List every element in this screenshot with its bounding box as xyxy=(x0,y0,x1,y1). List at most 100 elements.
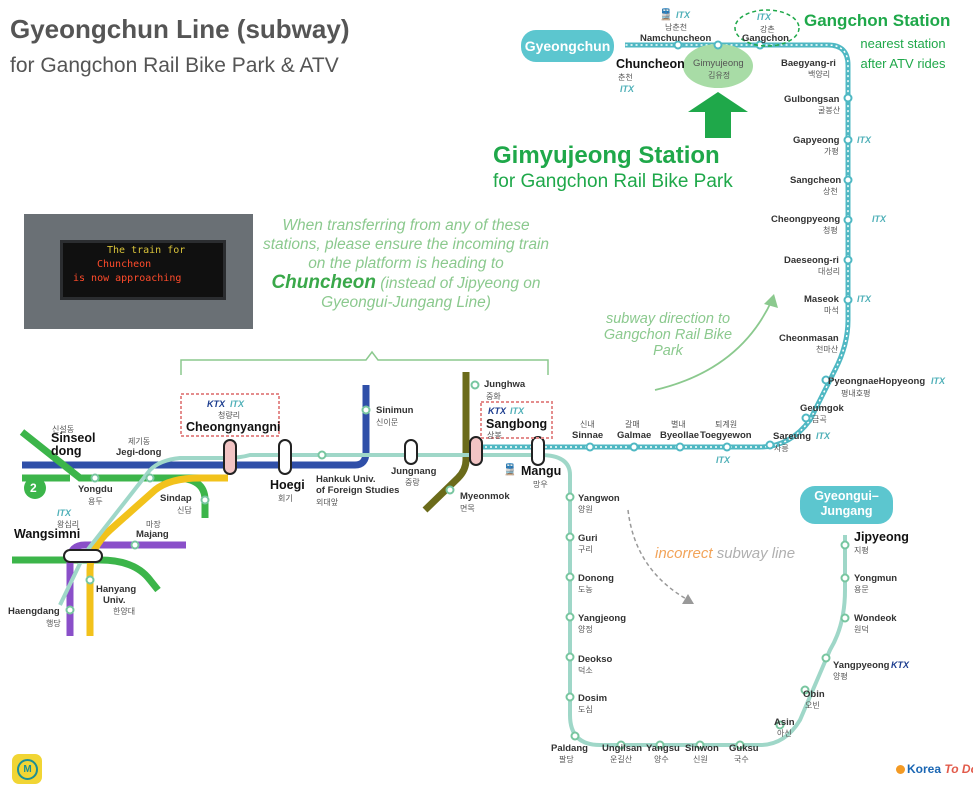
station-jegidong-ko: 제기동 xyxy=(128,437,151,446)
station-ungilsan: Ungilsan xyxy=(602,743,643,754)
page-subtitle: for Gangchon Rail Bike Park & ATV xyxy=(10,54,339,77)
station-sangbong: Sangbong xyxy=(486,417,548,431)
station-asin: Asin xyxy=(774,717,795,728)
station-cheonmasan: Cheonmasan xyxy=(779,333,839,344)
station-jegidong: Jegi-dong xyxy=(116,447,162,458)
station-galmae-ko: 갈매 xyxy=(625,420,640,429)
station-myeonmok-ko: 면목 xyxy=(460,504,475,513)
station-toegyewon: Toegyewon xyxy=(700,430,752,441)
station-baegyangri-ko: 백양리 xyxy=(808,70,831,79)
station-cheongpyeong-ko: 청평 xyxy=(823,226,838,235)
station-jungnang-ko: 중랑 xyxy=(405,478,420,487)
logo-dot-icon xyxy=(896,765,905,775)
gimyujeong-highlight xyxy=(683,44,753,88)
itx-badge-chuncheon: ITX xyxy=(620,84,635,94)
station-geumgok-ko: 금곡 xyxy=(812,415,827,424)
station-sinseoldong-1: Sinseol xyxy=(51,431,96,445)
station-gangchon: Gangchon xyxy=(742,33,789,44)
station-jipyeong: Jipyeong xyxy=(854,530,909,544)
station-wangsimni-ko: 왕십리 xyxy=(57,520,80,529)
incorrect-line-note: incorrect subway line xyxy=(655,545,795,562)
station-haengdang: Haengdang xyxy=(8,606,60,617)
station-yongdu: Yongdu xyxy=(78,484,113,495)
station-guksu: Guksu xyxy=(729,743,759,754)
sangbong-box xyxy=(480,401,553,439)
gimyujeong-callout-title: Gimyujeong Station xyxy=(493,142,720,169)
station-guri-ko: 구리 xyxy=(578,545,593,554)
train-icon: 🚆 xyxy=(659,9,673,21)
sangbong-capsule xyxy=(469,436,483,466)
station-pyeongnae-ko: 평내호평 xyxy=(841,389,871,398)
station-yangjeong-ko: 양정 xyxy=(578,625,593,634)
station-sangcheon-ko: 상천 xyxy=(823,187,838,196)
station-haengdang-ko: 행당 xyxy=(46,619,61,628)
station-yongmun-ko: 용문 xyxy=(854,585,869,594)
jungang-track xyxy=(58,453,847,747)
gimyujeong-callout-subtitle: for Gangchon Rail Bike Park xyxy=(493,171,733,192)
itx-badge-cheongpyeong: ITX xyxy=(872,214,887,224)
station-chuncheon-ko: 춘천 xyxy=(618,73,633,82)
ktx-badge-cheongnyangni: KTX xyxy=(207,399,225,409)
station-sareung: Sareung xyxy=(773,431,812,442)
station-wondeok-ko: 원덕 xyxy=(854,625,869,634)
curved-arrow-icon xyxy=(654,299,773,391)
station-gulbongsan: Gulbongsan xyxy=(784,94,840,105)
station-donong: Donong xyxy=(578,573,614,584)
station-dosim-ko: 도심 xyxy=(578,705,593,714)
station-geumgok: Geumgok xyxy=(800,403,844,414)
pill-line1: Gyeongui– xyxy=(814,489,879,503)
line7-olive-track xyxy=(422,372,470,513)
station-majang-ko: 마장 xyxy=(146,520,161,529)
itx-badge-pyeongnae: ITX xyxy=(931,376,946,386)
station-cheongpyeong: Cheongpyeong xyxy=(771,214,841,225)
ktx-badge-yangpyeong: KTX xyxy=(891,660,909,670)
line2-badge-circle xyxy=(24,477,46,499)
logo-korea: Korea xyxy=(907,762,942,776)
station-mangu: Mangu xyxy=(521,464,562,478)
station-yongmun: Yongmun xyxy=(854,573,898,584)
station-yangsu-ko: 양수 xyxy=(654,755,669,764)
train-icon-mangu: 🚆 xyxy=(503,464,517,476)
wangsimni-capsule xyxy=(63,549,103,563)
gyeongchun-station-dots xyxy=(585,40,853,452)
station-hoegi-ko: 회기 xyxy=(278,494,293,503)
direction-note: subway direction to Gangchon Rail Bike P… xyxy=(603,311,733,359)
metro-logo-icon: M xyxy=(12,754,42,784)
station-deokso: Deokso xyxy=(578,654,613,665)
station-sareung-ko: 사릉 xyxy=(774,444,789,453)
gangchon-callout-title: Gangchon Station xyxy=(804,11,951,30)
station-dosim: Dosim xyxy=(578,693,608,704)
station-yangpyeong-ko: 양평 xyxy=(833,672,848,681)
page-title: Gyeongchun Line (subway) xyxy=(10,14,350,44)
station-yangsu: Yangsu xyxy=(646,743,680,754)
station-daeseongri-ko: 대성리 xyxy=(818,267,841,276)
station-hoegi: Hoegi xyxy=(270,478,305,492)
station-sinseoldong-2: dong xyxy=(51,444,82,458)
station-gangchon-ko: 강촌 xyxy=(760,25,775,34)
station-sinnae-ko: 신내 xyxy=(580,420,595,429)
station-myeonmok: Myeonmok xyxy=(460,491,510,502)
led-line1: The train for xyxy=(107,245,186,256)
station-pyeongnae: PyeongnaeHopyeong xyxy=(828,376,926,387)
station-asin-ko: 아신 xyxy=(777,729,792,738)
itx-badge-toegyewon: ITX xyxy=(716,455,731,465)
up-arrow-icon xyxy=(688,92,748,138)
station-yangwon: Yangwon xyxy=(578,493,620,504)
station-baegyangri: Baegyang-ri xyxy=(781,58,836,69)
line2-badge: 2 xyxy=(30,481,37,495)
station-hanyang-ko: 한양대 xyxy=(113,607,136,616)
platform-sign-photo: The train for Chuncheon is now approachi… xyxy=(24,214,253,329)
station-junghwa: Junghwa xyxy=(484,379,526,390)
station-gapyeong: Gapyeong xyxy=(793,135,840,146)
station-maseok-ko: 마석 xyxy=(824,306,839,315)
cheongnyangni-capsule xyxy=(223,439,237,475)
station-hanyang-1: Hanyang xyxy=(96,584,137,595)
station-sangcheon: Sangcheon xyxy=(790,175,842,186)
station-yongdu-ko: 용두 xyxy=(88,497,103,506)
station-yangjeong: Yangjeong xyxy=(578,613,627,624)
station-sinwon-ko: 신원 xyxy=(693,755,708,764)
itx-badge-wangsimni: ITX xyxy=(57,508,72,518)
pill-line2: Jungang xyxy=(820,504,873,518)
itx-badge-sareung: ITX xyxy=(816,431,831,441)
